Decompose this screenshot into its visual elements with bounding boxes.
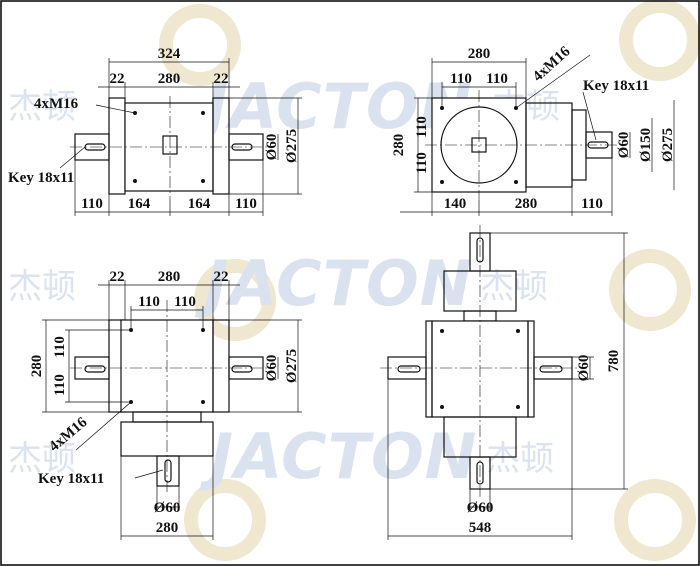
dim-body-width: 280 xyxy=(158,71,181,87)
dim-shaft-len: 110 xyxy=(581,196,603,212)
leader-line xyxy=(582,91,597,141)
dim-half-left: 164 xyxy=(128,196,151,212)
keyway-left xyxy=(397,365,421,373)
dim-left-offset: 140 xyxy=(444,196,467,212)
bolt-hole xyxy=(440,180,444,184)
dim-flange-dia: Ø275 xyxy=(284,129,300,163)
bolt-holes xyxy=(133,111,205,183)
dim-body-width: 280 xyxy=(468,46,491,62)
shaft-right xyxy=(228,356,264,380)
keyway-bottom xyxy=(164,459,172,483)
dim-body-width-bottom: 280 xyxy=(515,196,538,212)
dim-shaft-dia: Ø60 xyxy=(264,134,280,161)
watermark-gear-icon xyxy=(609,249,691,331)
leader-line xyxy=(515,54,591,109)
bolt-hole xyxy=(440,405,444,409)
dim-body-height: 280 xyxy=(391,134,407,157)
flange-left xyxy=(108,97,126,195)
dim-body-width: 280 xyxy=(158,269,181,285)
dim-shaft-right: 110 xyxy=(235,196,257,212)
dim-hole-lower: 110 xyxy=(52,374,68,396)
dim-body-height: 280 xyxy=(29,355,45,378)
watermark-chinese-text: 杰顿 xyxy=(8,87,76,127)
watermark-gear-icon xyxy=(159,4,241,86)
dim-shaft-dia: Ø60 xyxy=(616,132,632,159)
watermark-logo: JACTON xyxy=(199,420,478,493)
thread-label: 4xM16 xyxy=(530,43,574,85)
dim-hole-right: 110 xyxy=(174,294,196,310)
thread-label: 4xM16 xyxy=(34,96,79,112)
watermark-logo: JACTON xyxy=(194,247,473,320)
view-top-right: 280 110 110 280 110 110 140 280 110 Ø60 … xyxy=(391,43,676,216)
leader-line xyxy=(59,146,86,169)
view-bottom-left: 22 280 22 110 110 280 110 110 Ø60 Ø275 4… xyxy=(29,269,302,540)
view-top-left: 324 22 280 22 4xM16 Key 18x11 110 164 16… xyxy=(8,46,302,216)
keyway-right xyxy=(539,365,563,373)
bolt-hole xyxy=(133,179,137,183)
dim-shaft-dia: Ø60 xyxy=(264,355,280,382)
dim-bottom-width: 280 xyxy=(156,520,179,536)
dim-hole-left: 110 xyxy=(138,294,160,310)
view-bottom-right: Ø60 780 Ø60 548 xyxy=(380,225,628,540)
watermark-gear-icon xyxy=(184,479,266,561)
flange-left xyxy=(425,320,433,418)
dim-flange-right: 22 xyxy=(214,269,229,285)
bolt-hole xyxy=(201,111,205,115)
flange-right xyxy=(527,320,535,418)
key-label: Key 18x11 xyxy=(8,170,74,186)
dim-bottom-shaft-dia: Ø60 xyxy=(154,500,181,516)
bolt-hole xyxy=(516,329,520,333)
dim-overall-width: 324 xyxy=(158,46,181,62)
watermark-chinese-text: 杰顿 xyxy=(8,267,76,307)
dim-flange-dia: Ø275 xyxy=(284,349,300,383)
watermark-chinese-text: 杰顿 xyxy=(8,439,76,479)
bolt-hole xyxy=(201,400,205,404)
dim-hole-left: 110 xyxy=(450,71,472,87)
bolt-hole xyxy=(514,180,518,184)
dim-bottom-shaft-dia: Ø60 xyxy=(467,500,494,516)
dim-half-right: 164 xyxy=(188,196,211,212)
dim-pilot-dia: Ø150 xyxy=(638,128,654,162)
keyway-left xyxy=(84,365,106,373)
bolt-hole xyxy=(516,405,520,409)
dim-flange-right: 22 xyxy=(214,71,229,87)
bottom-shaft xyxy=(156,455,180,487)
key-label: Key 18x11 xyxy=(38,471,104,487)
leader-line xyxy=(134,469,164,479)
dim-flange-dia: Ø275 xyxy=(660,128,676,162)
dim-flange-left: 22 xyxy=(110,269,125,285)
bolt-hole xyxy=(440,329,444,333)
dim-shaft-dia-right: Ø60 xyxy=(576,355,592,382)
watermark-gear-icon xyxy=(619,0,700,81)
dim-overall-height: 780 xyxy=(606,350,622,373)
dim-hole-upper: 110 xyxy=(52,336,68,358)
watermark-chinese-text: 杰顿 xyxy=(486,439,554,479)
dim-hole-right: 110 xyxy=(486,71,508,87)
keyway-right xyxy=(231,365,253,373)
bolt-hole xyxy=(201,179,205,183)
watermark-chinese-text: 杰顿 xyxy=(480,267,548,307)
bolt-holes xyxy=(440,329,520,409)
shaft-right xyxy=(228,133,264,161)
dim-shaft-left: 110 xyxy=(81,196,103,212)
dim-overall-width: 548 xyxy=(469,520,492,536)
dim-hole-lower: 110 xyxy=(414,152,430,174)
watermark-gear-icon xyxy=(194,259,276,341)
watermark-gear-icon xyxy=(614,479,696,561)
watermark-gear-icons xyxy=(159,0,700,561)
leader-line xyxy=(75,401,132,451)
leader-line xyxy=(95,104,136,114)
dim-flange-left: 22 xyxy=(110,71,125,87)
watermark-logo: JACTON xyxy=(194,70,473,143)
dim-hole-upper: 110 xyxy=(414,116,430,138)
key-label: Key 18x11 xyxy=(583,78,649,94)
